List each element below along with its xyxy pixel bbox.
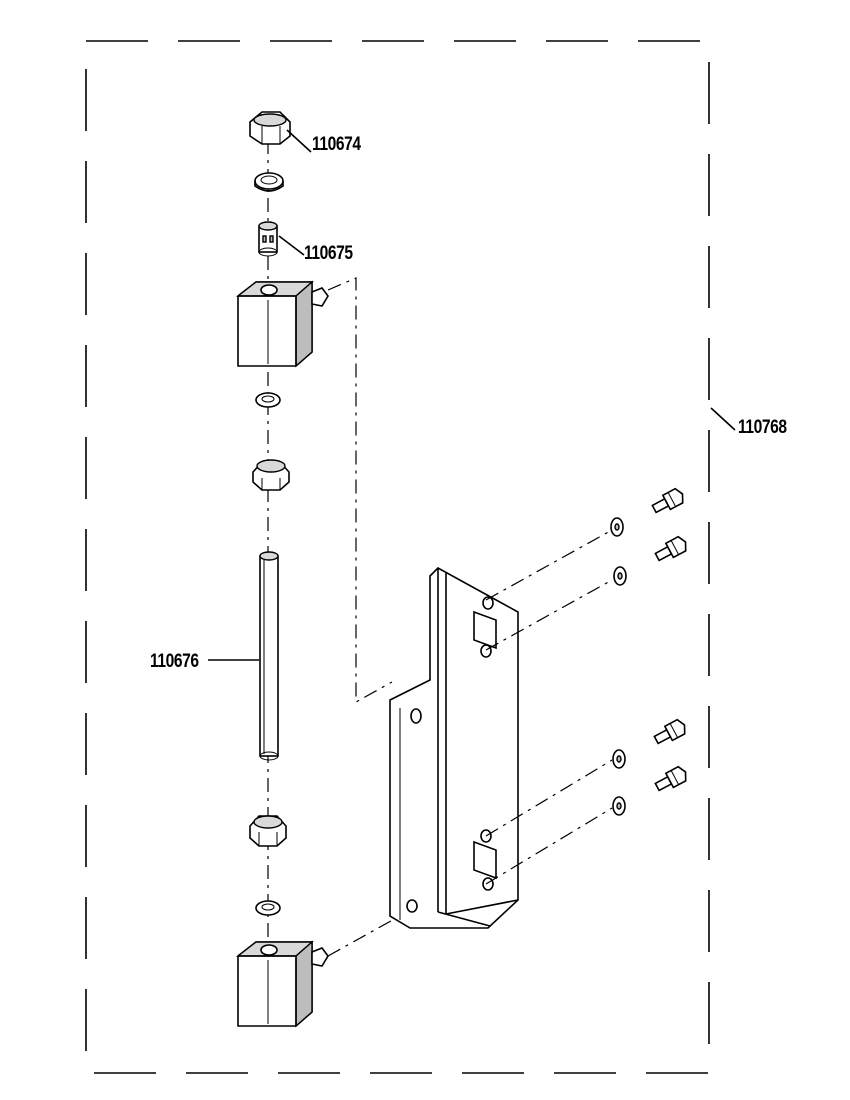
tube-part	[259, 551, 279, 761]
insert-leader-line	[278, 235, 305, 256]
assembly-leader-line	[710, 407, 736, 431]
lower-fitting	[249, 815, 287, 847]
bracket-bolts	[651, 487, 687, 792]
callout-tube: 110676	[150, 651, 199, 672]
upper-solenoid-block	[235, 280, 329, 368]
fastener-line-4	[485, 807, 613, 885]
lower-o-ring	[255, 900, 281, 916]
fastener-line-2	[485, 579, 613, 651]
callout-plug: 110674	[312, 134, 361, 155]
assembly-boundary	[85, 40, 710, 1074]
insert-part	[258, 221, 278, 257]
lower-solenoid-block	[235, 940, 329, 1028]
upper-washer	[254, 172, 284, 192]
mounting-bracket	[389, 567, 519, 929]
upper-o-ring	[255, 392, 281, 408]
upper-block-link-line	[327, 277, 393, 704]
fastener-line-3	[485, 759, 613, 837]
plug-part	[249, 111, 291, 145]
fastener-line-1	[485, 529, 613, 601]
bracket-washers	[610, 517, 627, 816]
callout-assembly: 110768	[738, 417, 787, 438]
callout-insert: 110675	[304, 243, 353, 264]
upper-fitting	[252, 459, 290, 491]
plug-leader-line	[286, 129, 312, 153]
